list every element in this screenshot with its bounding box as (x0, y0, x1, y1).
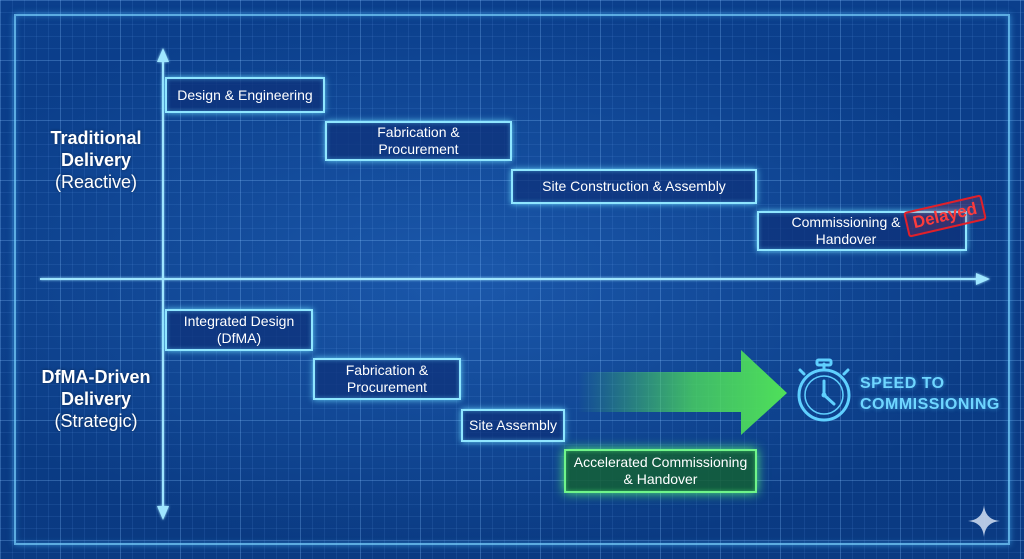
dfma-lane-label: DfMA-Driven Delivery (Strategic) (30, 366, 162, 432)
traditional-phase-site-construction: Site Construction & Assembly (511, 169, 757, 204)
traditional-title-line2: Delivery (60, 150, 132, 170)
dfma-subtitle: (Strategic) (54, 411, 138, 431)
vertical-axis-arrow-down (157, 506, 169, 520)
traditional-phase-commissioning-handover: Commissioning & Handover (757, 211, 967, 251)
dfma-phase-integrated-design: Integrated Design (DfMA) (165, 309, 313, 351)
glowing-frame (14, 14, 1010, 545)
vertical-axis-arrow-up (157, 48, 169, 62)
dfma-phase-site-assembly: Site Assembly (461, 409, 565, 442)
horizontal-axis-arrow (976, 273, 990, 285)
speed-label-line1: SPEED TO (860, 375, 945, 392)
dfma-phase-fabrication-procurement: Fabrication & Procurement (313, 358, 461, 400)
speed-label-line2: COMMISSIONING (860, 396, 1000, 413)
sparkle-icon (968, 505, 1000, 537)
traditional-phase-fabrication-procurement: Fabrication & Procurement (325, 121, 512, 161)
dfma-title-line1: DfMA-Driven (41, 367, 151, 387)
traditional-lane-label: Traditional Delivery (Reactive) (40, 127, 152, 193)
traditional-title-line1: Traditional (50, 128, 142, 148)
speed-to-commissioning-label: SPEED TO COMMISSIONING (860, 373, 1000, 415)
stopwatch-icon (797, 358, 851, 422)
traditional-subtitle: (Reactive) (54, 172, 138, 192)
dfma-phase-accelerated-commissioning: Accelerated Commissioning & Handover (564, 449, 757, 493)
dfma-title-line2: Delivery (60, 389, 132, 409)
traditional-phase-design-engineering: Design & Engineering (165, 77, 325, 113)
